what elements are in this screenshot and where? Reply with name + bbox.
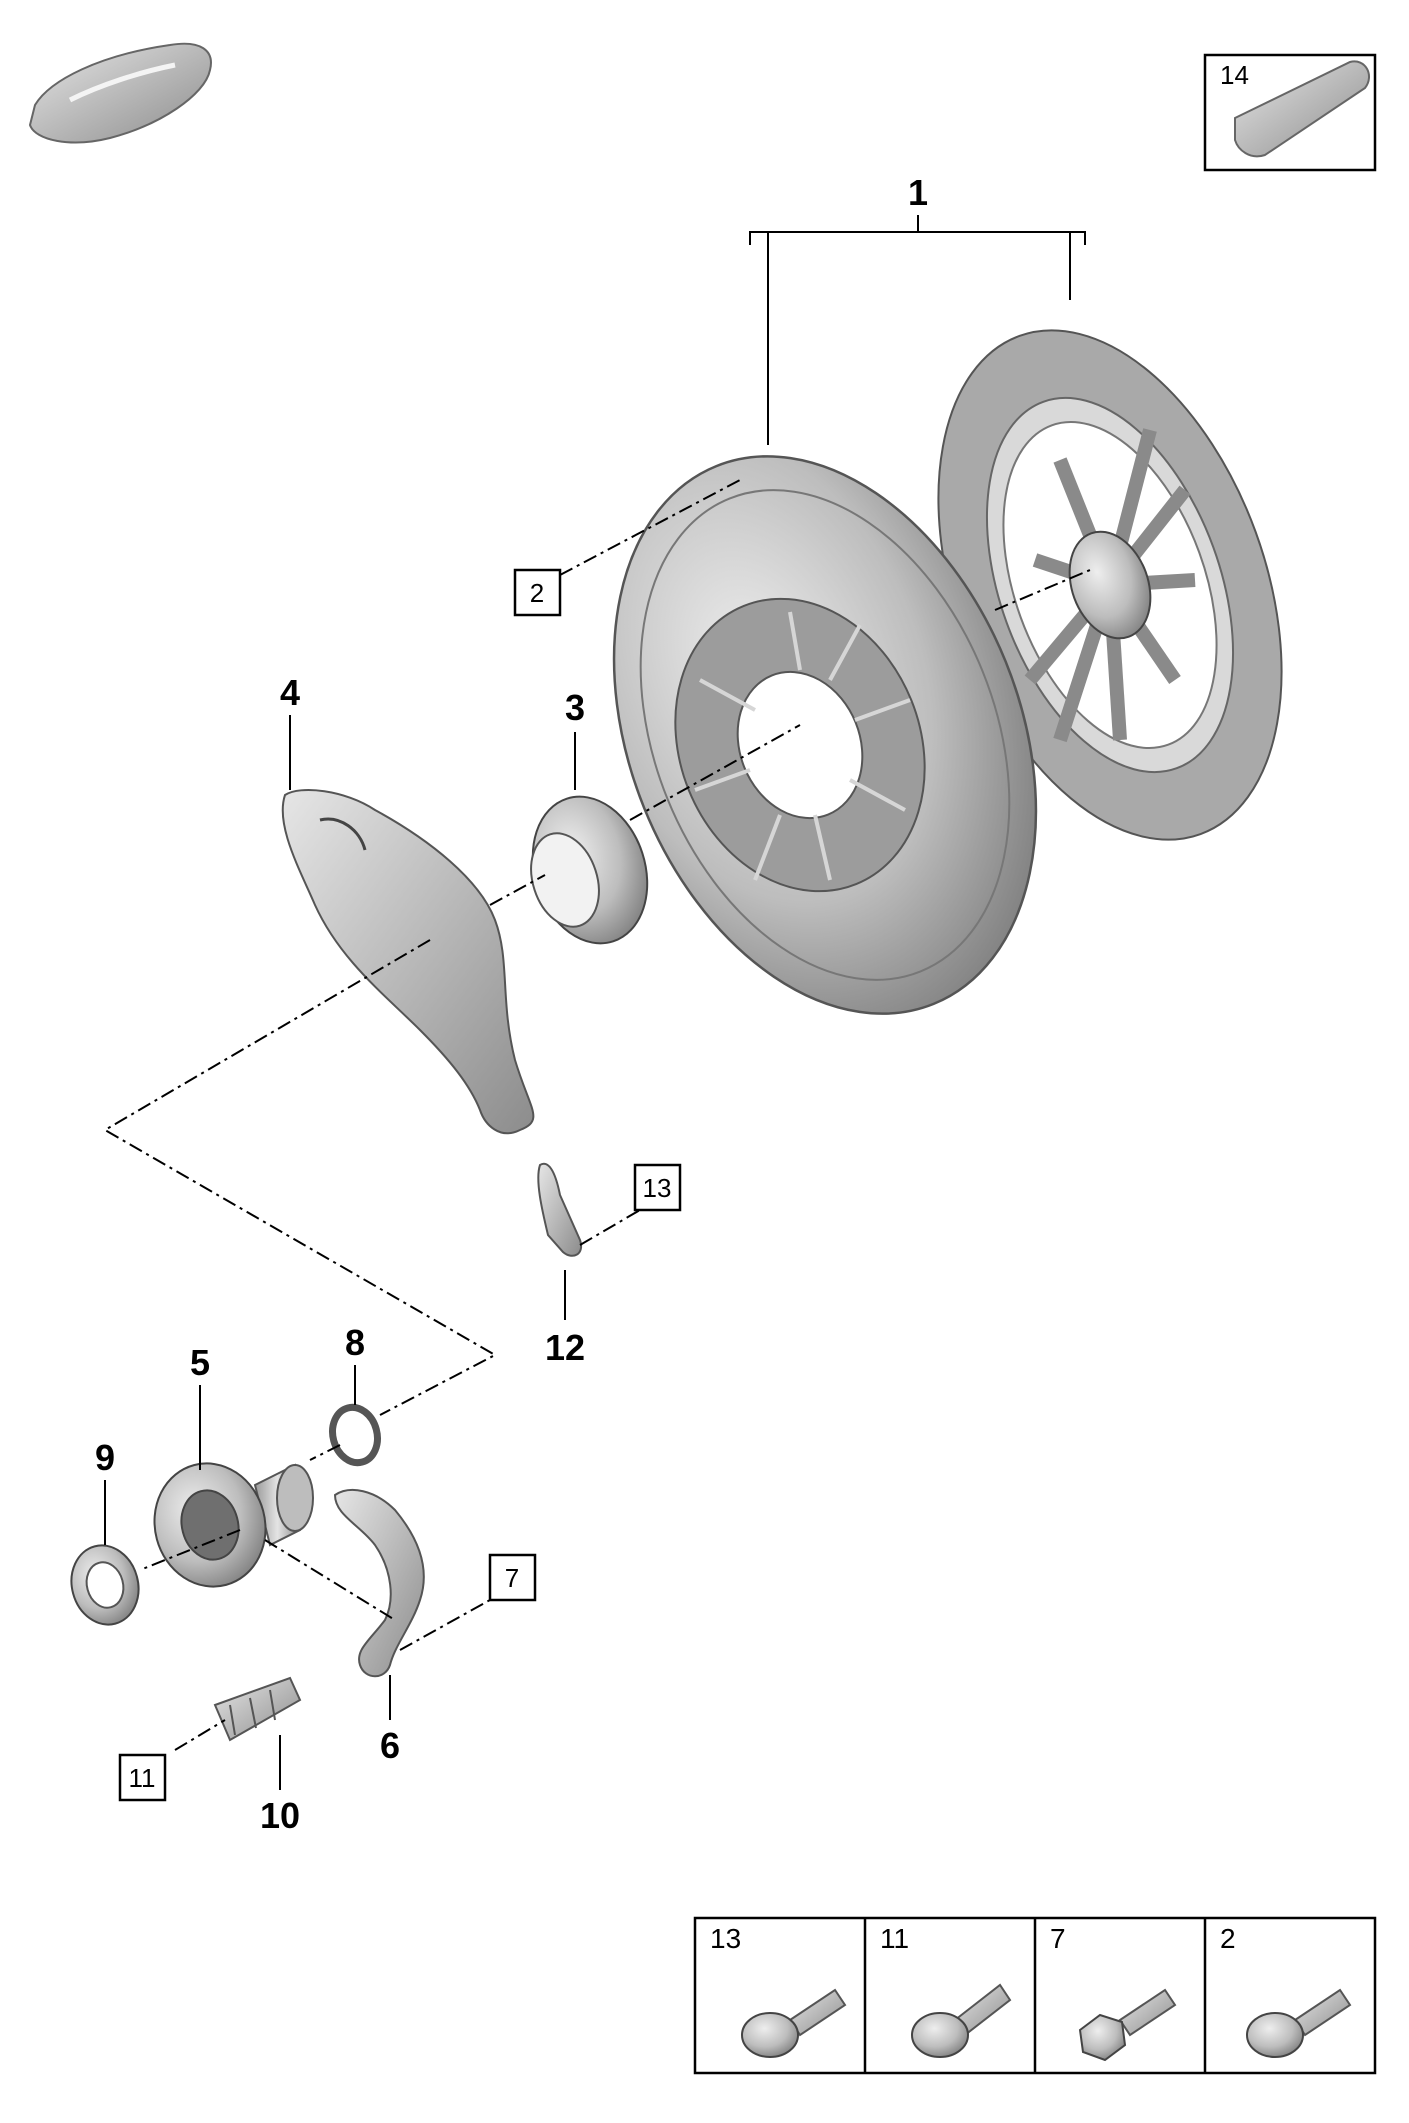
- callout-label-10: 10: [260, 1795, 300, 1836]
- fastener-label-13: 13: [710, 1923, 741, 1954]
- box-label-2: 2: [530, 578, 544, 608]
- box-label-7: 7: [505, 1563, 519, 1593]
- callout-label-12: 12: [545, 1327, 585, 1368]
- box-label-14: 14: [1220, 60, 1249, 90]
- car-icon: [28, 42, 212, 144]
- clutch-disc: [937, 329, 1283, 841]
- fastener-label-2: 2: [1220, 1923, 1236, 1954]
- bracket-plate: [333, 1489, 425, 1678]
- fastener-label-7: 7: [1050, 1923, 1066, 1954]
- fastener-table: 13 11 7 2: [693, 1916, 1377, 2075]
- fastener-cell-7: 7: [1050, 1923, 1177, 2062]
- callout-label-9: 9: [95, 1437, 115, 1478]
- bolt-icon: [1246, 1988, 1352, 2058]
- bolt-icon: [741, 1988, 847, 2058]
- fastener-cell-13: 13: [710, 1923, 847, 2058]
- release-bearing: [530, 795, 649, 945]
- fastener-label-11: 11: [880, 1923, 909, 1954]
- centerlines: [103, 479, 1091, 1751]
- bolt-icon: [911, 1983, 1012, 2058]
- pressure-plate: [612, 455, 1038, 1015]
- fastener-cell-11: 11: [880, 1923, 1012, 2058]
- part-box-14: 14: [1203, 53, 1377, 172]
- boxed-ref-11: 11: [118, 1753, 167, 1802]
- box-label-13: 13: [643, 1173, 672, 1203]
- callout-1-bracket: 1: [749, 172, 1086, 445]
- callout-numbers: 3 4 5 8 9 6 10 12: [95, 672, 585, 1836]
- callout-label-6: 6: [380, 1725, 400, 1766]
- callout-label-8: 8: [345, 1322, 365, 1363]
- retaining-clip: [537, 1162, 583, 1257]
- pivot-pin: [213, 1676, 302, 1742]
- boxed-ref-2: 2: [513, 568, 562, 617]
- seal-ring: [70, 1544, 140, 1626]
- release-fork: [281, 789, 535, 1135]
- box-label-11: 11: [129, 1763, 156, 1793]
- fastener-cell-2: 2: [1220, 1923, 1352, 2058]
- boxed-ref-7: 7: [488, 1553, 537, 1602]
- callout-label-4: 4: [280, 672, 300, 713]
- callout-label-5: 5: [190, 1342, 210, 1383]
- leader-lines: [104, 715, 576, 1790]
- callout-label-3: 3: [565, 687, 585, 728]
- boxed-ref-13: 13: [633, 1163, 682, 1212]
- guide-sleeve: [153, 1462, 314, 1588]
- callout-label-1: 1: [908, 172, 928, 213]
- bolt-icon: [1078, 1988, 1177, 2062]
- grease-tube-icon: [1234, 60, 1370, 158]
- o-ring: [329, 1403, 381, 1467]
